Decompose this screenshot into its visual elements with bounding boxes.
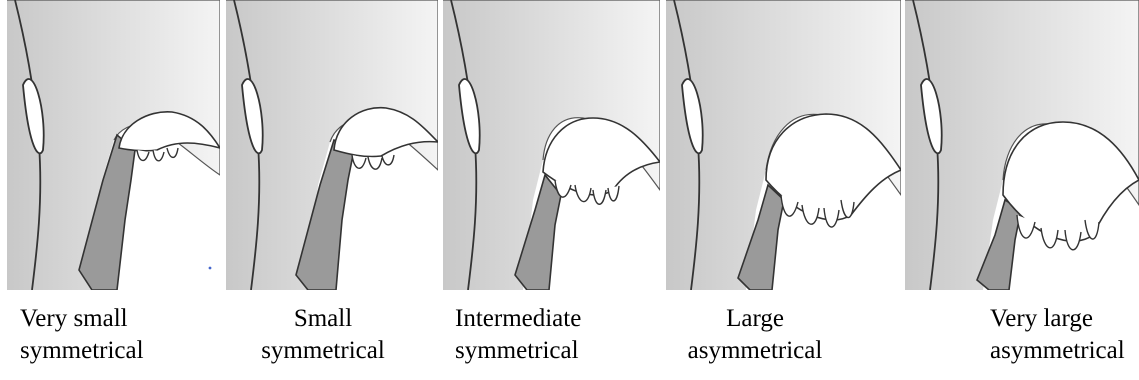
caption-line-size: Small xyxy=(248,303,398,335)
panel-large-asymmetrical xyxy=(666,0,901,290)
caption-large-asymmetrical: Large asymmetrical xyxy=(675,303,835,367)
udder-illustration-intermediate xyxy=(443,0,660,290)
caption-line-symmetry: symmetrical xyxy=(20,335,144,367)
udder-illustration-very-large xyxy=(905,0,1139,290)
panel-small-symmetrical xyxy=(226,0,438,290)
panel-very-large-asymmetrical xyxy=(905,0,1139,290)
caption-intermediate-symmetrical: Intermediate symmetrical xyxy=(455,303,581,367)
udder-illustration-small xyxy=(226,0,438,290)
caption-line-symmetry: symmetrical xyxy=(455,335,581,367)
caption-small-symmetrical: Small symmetrical xyxy=(248,303,398,367)
caption-line-size: Very small xyxy=(20,303,144,335)
caption-line-symmetry: asymmetrical xyxy=(990,335,1125,367)
caption-line-size: Intermediate xyxy=(455,303,581,335)
udder-illustration-large xyxy=(666,0,901,290)
caption-line-symmetry: asymmetrical xyxy=(675,335,835,367)
panel-very-small-symmetrical xyxy=(7,0,220,290)
caption-line-size: Large xyxy=(675,303,835,335)
caption-line-size: Very large xyxy=(990,303,1125,335)
panel-intermediate-symmetrical xyxy=(443,0,660,290)
caption-very-small-symmetrical: Very small symmetrical xyxy=(20,303,144,367)
udder-illustration-very-small xyxy=(7,0,220,290)
caption-very-large-asymmetrical: Very large asymmetrical xyxy=(990,303,1125,367)
caption-line-symmetry: symmetrical xyxy=(248,335,398,367)
